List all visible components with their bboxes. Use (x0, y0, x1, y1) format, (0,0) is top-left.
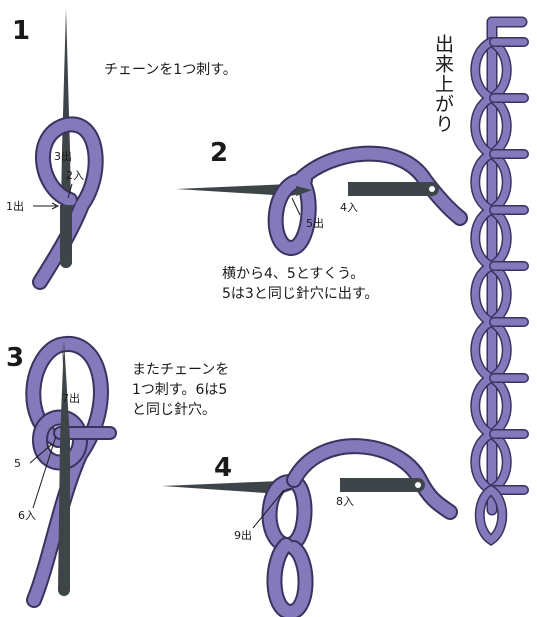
step1-illustration (32, 8, 104, 290)
step2-caption: 横から4、5とすくう。 5は3と同じ針穴に出す。 (222, 266, 379, 302)
step4-number: 4 (214, 453, 233, 483)
leader-lines (29, 183, 301, 529)
step2-number: 2 (210, 138, 229, 168)
step3-caption: またチェーンを 1つ刺す。6は5 と同じ針穴。 (132, 362, 230, 418)
step3-needle (58, 340, 70, 596)
step3-label-7: 7出 (62, 392, 80, 405)
step1-label-1: 1出 (6, 200, 24, 213)
step2-illustration (176, 145, 468, 256)
finished-title: 出来上がり (432, 34, 454, 134)
step4-illustration (162, 438, 458, 617)
step2-label-4: 4入 (340, 201, 358, 214)
step1-label-2: 2入 (66, 169, 84, 182)
finished-chain (470, 16, 529, 547)
step1-label-3: 3出 (54, 150, 72, 163)
step4-label-9: 9出 (234, 529, 252, 542)
step1-caption: チェーンを1つ刺す。 (104, 62, 237, 78)
step1-number: 1 (12, 16, 31, 46)
step3-number: 3 (6, 343, 25, 373)
step3-label-5: 5 (14, 457, 21, 470)
step4-label-8: 8入 (336, 495, 354, 508)
step2-label-5: 5出 (306, 217, 324, 230)
step3-label-6: 6入 (18, 509, 36, 522)
